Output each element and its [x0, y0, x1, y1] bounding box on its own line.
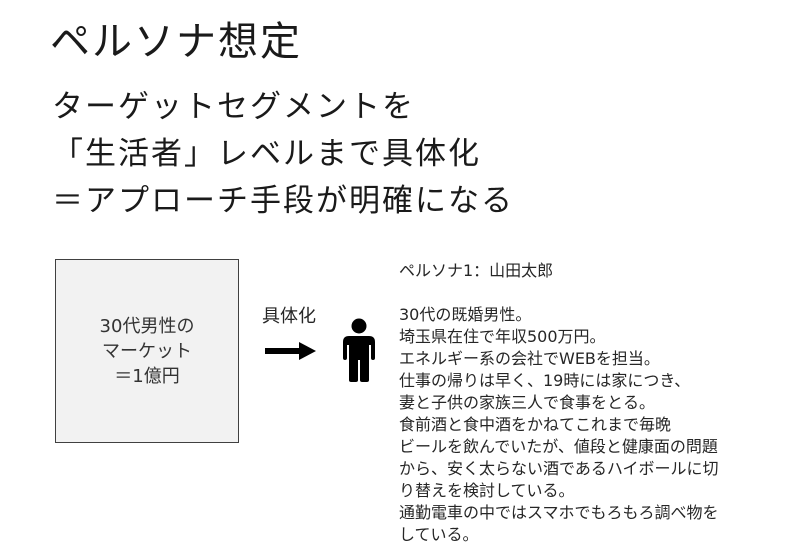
person-icon [343, 318, 375, 382]
subtitle: ターゲットセグメントを 「生活者」レベルまで具体化 ＝アプローチ手段が明確になる [52, 84, 514, 225]
subtitle-line: ターゲットセグメントを [52, 89, 415, 125]
persona-description-line: 通勤電車の中ではスマホでもろもろ調べ物を [399, 503, 719, 522]
persona-description-line: 仕事の帰りは早く、19時には家につき、 [399, 371, 691, 390]
persona-description-line: 30代の既婚男性。 [399, 305, 532, 324]
persona-description: 30代の既婚男性。 埼玉県在住で年収500万円。 エネルギー系の会社でWEBを担… [399, 304, 719, 546]
persona-description-line: している。 [399, 525, 479, 544]
right-arrow-icon [265, 342, 316, 360]
persona-description-line: エネルギー系の会社でWEBを担当。 [399, 349, 660, 368]
persona-description-line: 妻と子供の家族三人で食事をとる。 [399, 393, 656, 412]
persona-name: ペルソナ1：山田太郎 [399, 261, 554, 280]
slide-title: ペルソナ想定 [50, 19, 302, 65]
arrow-label: 具体化 [262, 306, 316, 327]
persona-description-line: 食前酒と食中酒をかねてこれまで毎晩 [399, 415, 672, 434]
persona-card: ペルソナ1：山田太郎 30代の既婚男性。 埼玉県在住で年収500万円。 エネルギ… [399, 260, 719, 546]
subtitle-line: ＝アプローチ手段が明確になる [52, 183, 514, 219]
persona-description-line: ビールを飲んでいたが、値段と健康面の問題 [399, 437, 718, 456]
market-box: 30代男性の マーケット ＝1億円 [55, 259, 239, 443]
subtitle-line: 「生活者」レベルまで具体化 [52, 136, 481, 172]
persona-description-line: 埼玉県在住で年収500万円。 [399, 327, 606, 346]
market-box-text: 30代男性の マーケット ＝1億円 [99, 315, 195, 387]
persona-description-line: から、安く太らない酒であるハイボールに切 [399, 459, 719, 478]
persona-description-line: り替えを検討している。 [399, 481, 575, 500]
